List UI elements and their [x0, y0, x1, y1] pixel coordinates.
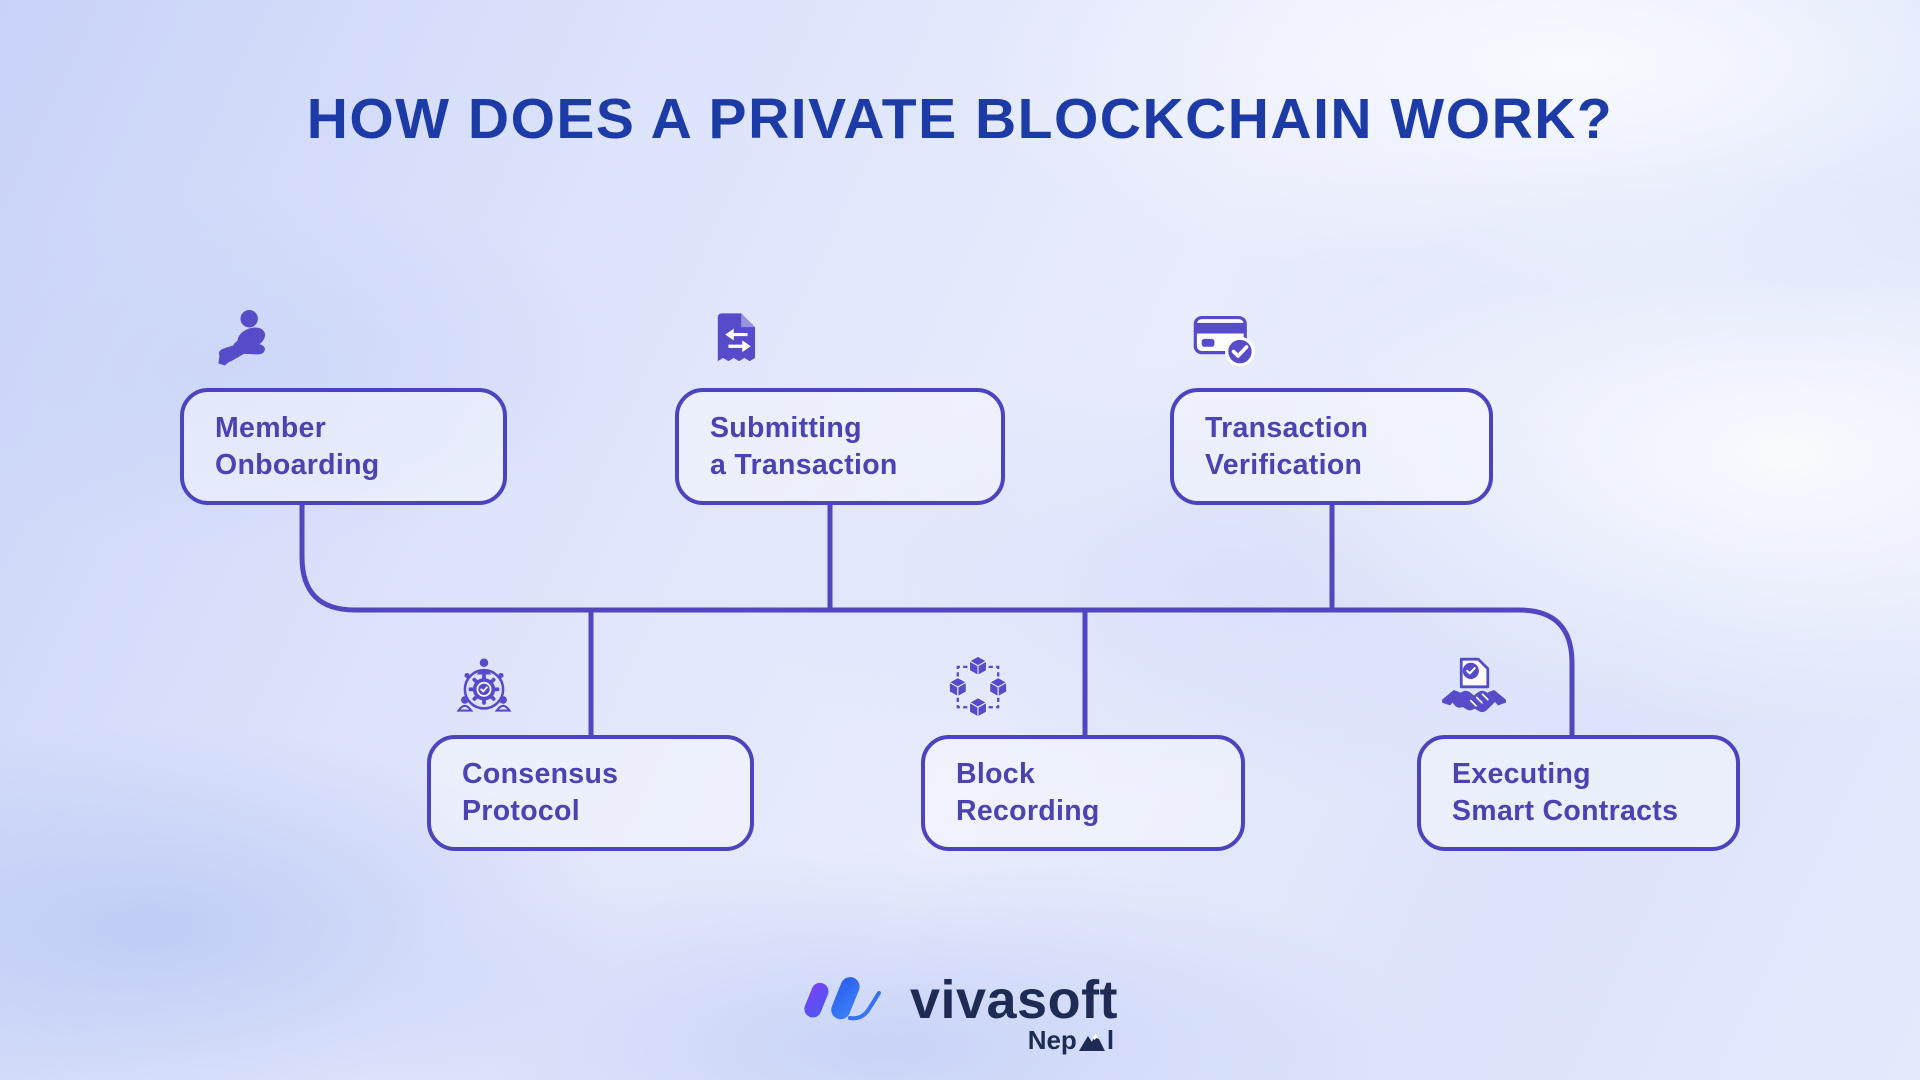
- region-prefix: Nep: [1027, 1025, 1077, 1055]
- node-executing-smart-contracts: Executing Smart Contracts: [1417, 735, 1740, 851]
- member-onboarding-icon: [218, 310, 266, 366]
- consensus-protocol-icon: [456, 658, 512, 712]
- brand-name: vivasoft: [909, 970, 1119, 1030]
- page-title: HOW DOES A PRIVATE BLOCKCHAIN WORK?: [306, 87, 1614, 151]
- node-label: Transaction Verification: [1205, 411, 1369, 481]
- mountain-icon: [1078, 1033, 1105, 1051]
- node-label: Submitting a Transaction: [710, 411, 898, 481]
- footer-logo: vivasoft Nep l: [802, 970, 1119, 1053]
- transaction-verification-icon: [1193, 315, 1255, 367]
- brand-region: Nep l: [1028, 1027, 1114, 1053]
- node-member-onboarding: Member Onboarding: [180, 388, 507, 505]
- node-label: Member Onboarding: [215, 411, 380, 481]
- node-label: Consensus Protocol: [462, 758, 619, 827]
- vivasoft-logo-mark: [804, 977, 881, 1021]
- submitting-transaction-icon: [717, 313, 755, 362]
- node-label: Block Recording: [956, 758, 1100, 827]
- region-suffix: l: [1106, 1025, 1115, 1055]
- block-recording-icon: [948, 655, 1008, 718]
- node-submitting-transaction: Submitting a Transaction: [675, 388, 1005, 505]
- node-label: Executing Smart Contracts: [1452, 758, 1679, 827]
- executing-smart-contracts-icon: [1442, 657, 1506, 713]
- node-transaction-verification: Transaction Verification: [1170, 388, 1493, 505]
- node-block-recording: Block Recording: [921, 735, 1245, 851]
- node-consensus-protocol: Consensus Protocol: [427, 735, 754, 851]
